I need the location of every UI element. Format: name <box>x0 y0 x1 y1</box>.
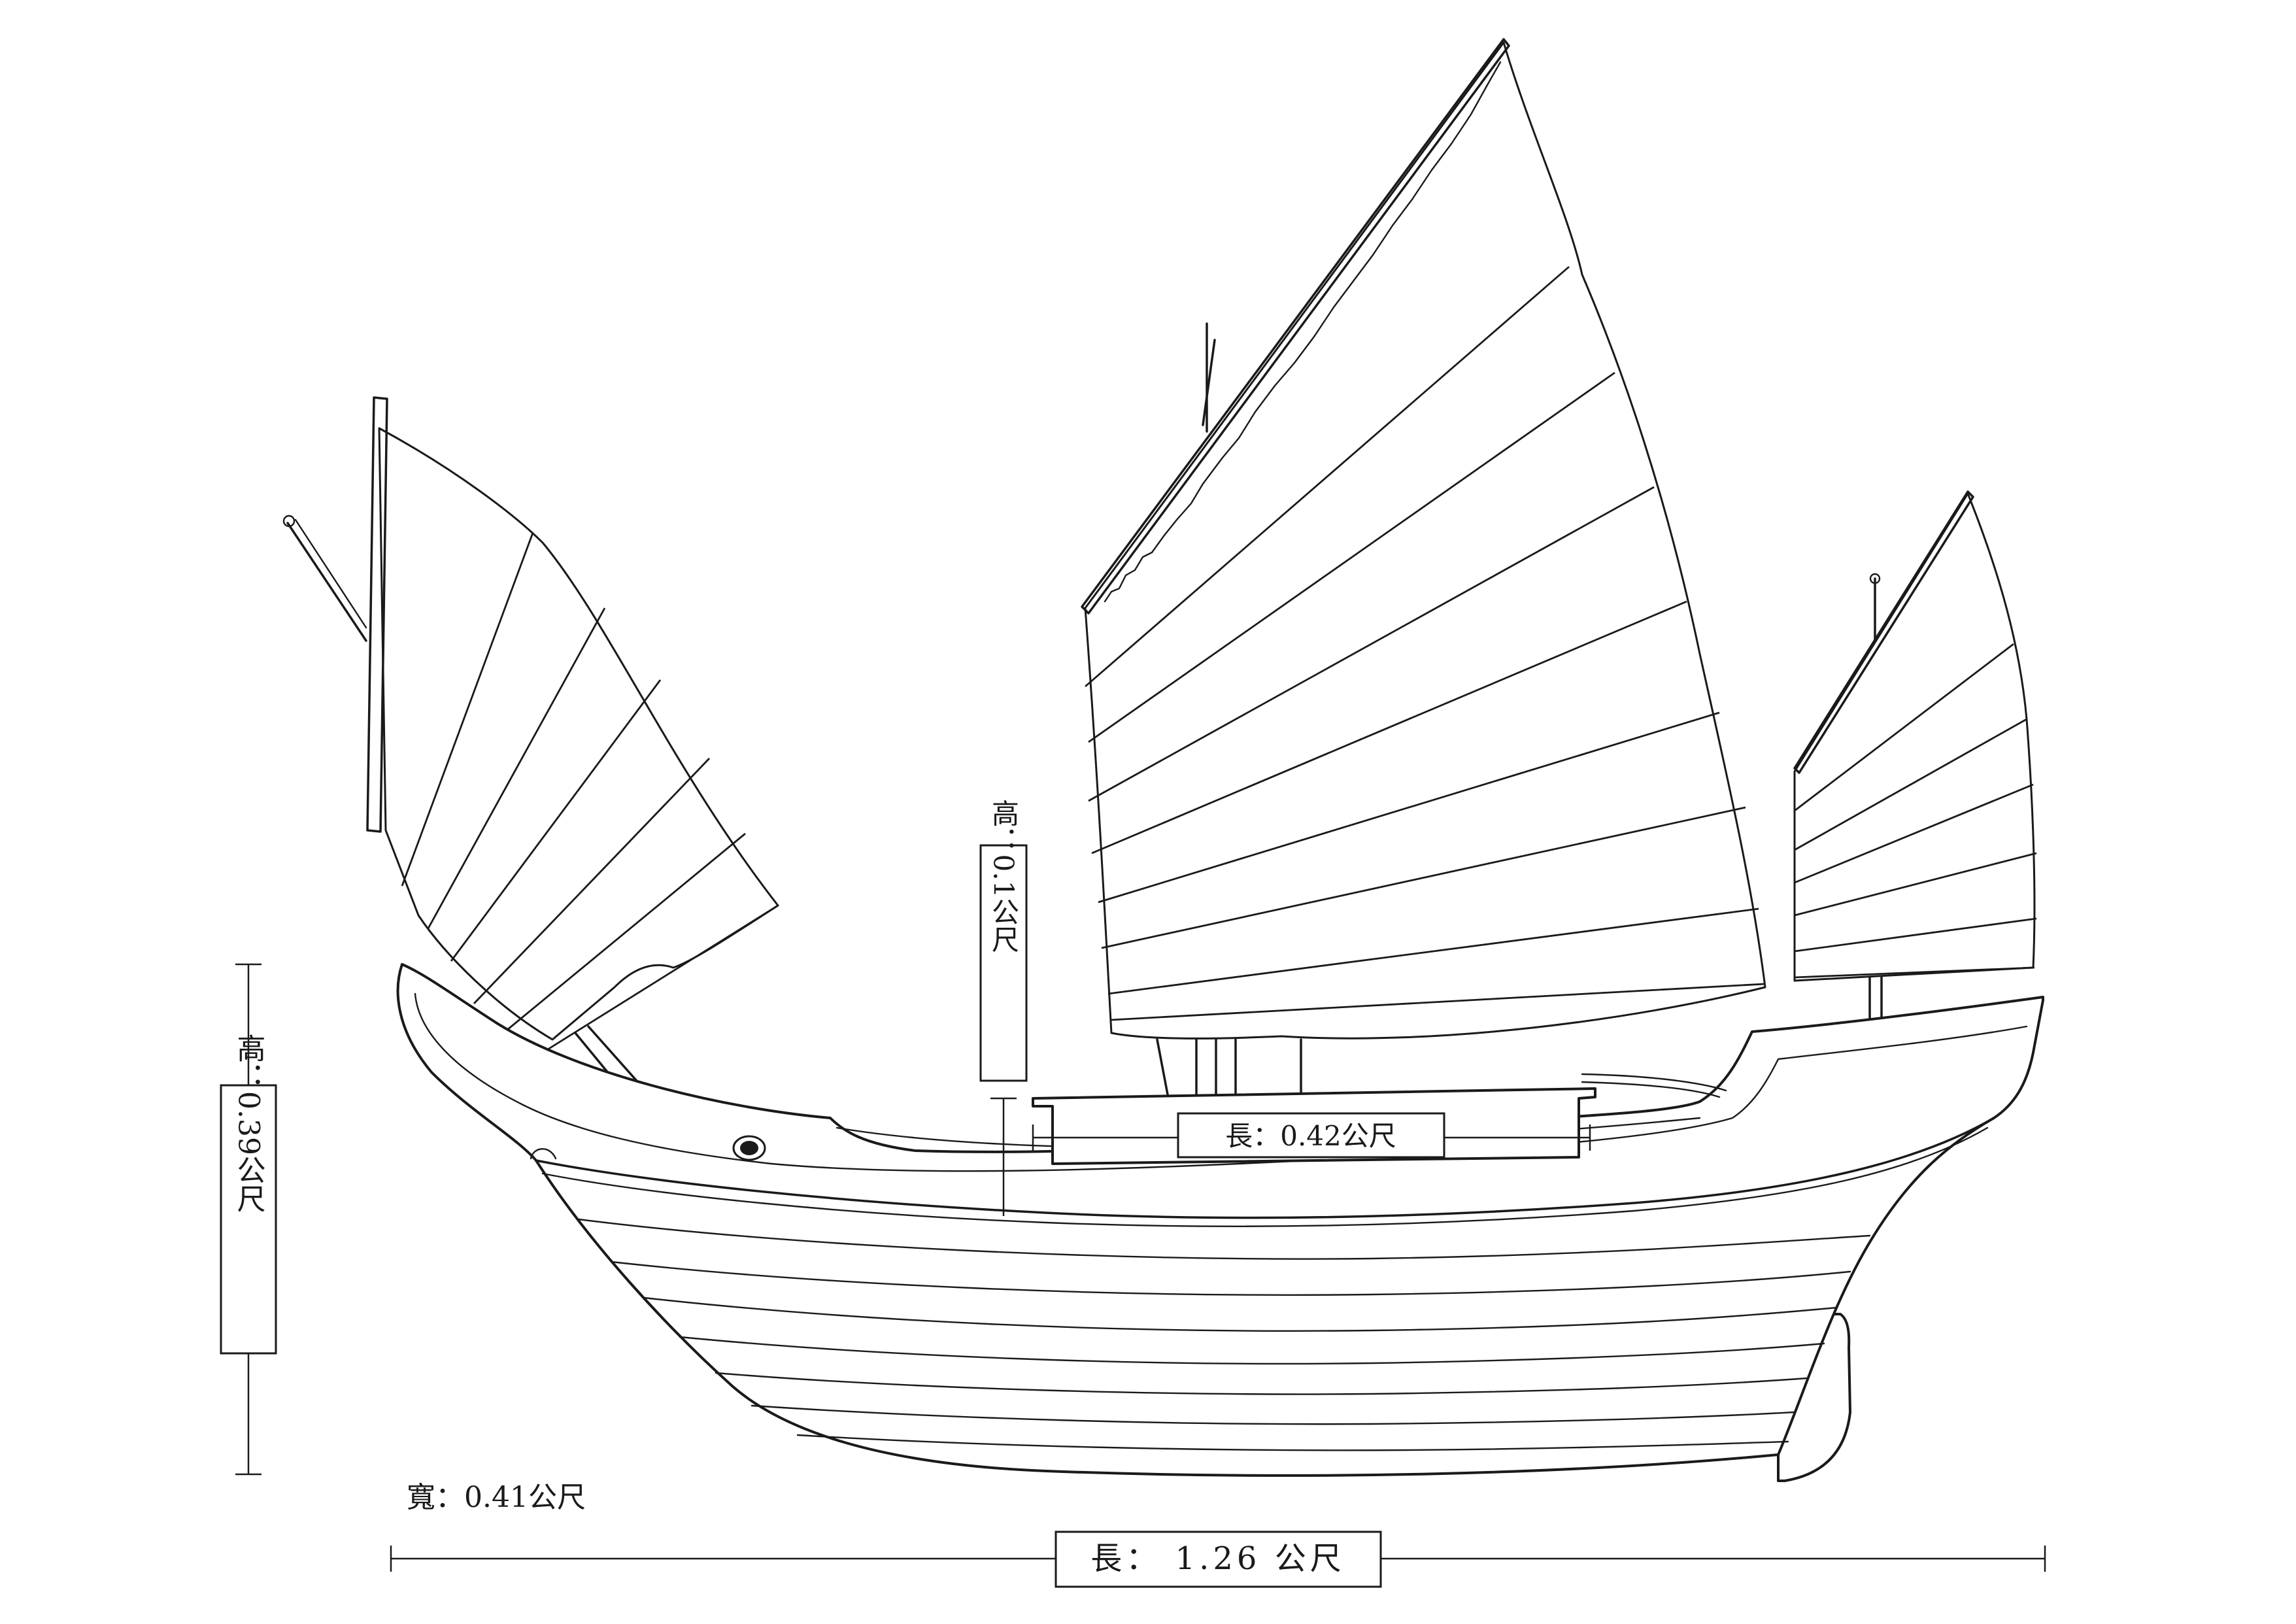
mizzen-batten <box>1794 718 2027 851</box>
hull-plank <box>715 1372 1809 1395</box>
main-sail-gaff <box>1081 38 1510 615</box>
mizzen-batten <box>1794 966 2035 979</box>
fore-sail-yard <box>366 396 388 833</box>
fore-batten <box>427 607 606 929</box>
main-batten <box>1111 983 1766 1021</box>
fore-mast <box>286 522 367 642</box>
cabin-length-label: 長：0.42公尺 <box>1177 1112 1445 1159</box>
mizzen-sail-cloth <box>1793 492 2036 982</box>
fore-sail <box>282 396 779 1090</box>
main-sail <box>1081 38 1766 1109</box>
cabin-height-dimension <box>990 1097 1017 1216</box>
main-batten <box>1085 265 1570 688</box>
main-batten <box>1101 806 1746 949</box>
overall-length-label: 長： 1.26 公尺 <box>1055 1531 1382 1588</box>
cabin-length-text: 長：0.42公尺 <box>1225 1120 1396 1152</box>
main-batten <box>1088 371 1615 743</box>
hull-plank <box>679 1336 1825 1365</box>
fore-batten <box>542 904 779 1054</box>
cabin-height-text: 高：0.1公尺 <box>988 800 1020 953</box>
mizzen-sail <box>1793 490 2037 1028</box>
overall-height-label: 高：0.39公尺 <box>220 1034 277 1355</box>
hull-body <box>396 963 2044 1477</box>
main-sail-cloth <box>1084 41 1766 1040</box>
hull <box>396 963 2044 1482</box>
main-batten <box>1088 486 1655 802</box>
hull-plank <box>796 1434 1789 1451</box>
fore-batten <box>473 758 711 1004</box>
hull-plank <box>751 1404 1796 1425</box>
overall-length-text: 長： 1.26 公尺 <box>1090 1540 1345 1577</box>
fore-batten <box>503 832 746 1034</box>
mizzen-batten <box>1794 783 2034 884</box>
hull-plank <box>643 1296 1838 1332</box>
mizzen-batten <box>1794 917 2037 953</box>
main-batten <box>1091 600 1687 854</box>
cabin-height-label: 高：0.1公尺 <box>979 800 1028 1082</box>
fore-batten <box>401 532 534 887</box>
main-batten <box>1107 907 1759 995</box>
fore-sail-cloth <box>378 427 779 1041</box>
width-text: 寬：0.41公尺 <box>407 1481 586 1514</box>
hull-plank <box>577 1218 1871 1260</box>
mizzen-batten <box>1794 643 2014 812</box>
fore-batten <box>450 679 662 962</box>
hull-plank <box>610 1260 1851 1296</box>
main-batten <box>1098 711 1720 904</box>
overall-height-text: 高：0.39公尺 <box>232 1034 265 1213</box>
mizzen-sail-gaff <box>1793 490 1974 774</box>
mizzen-batten <box>1794 852 2037 917</box>
